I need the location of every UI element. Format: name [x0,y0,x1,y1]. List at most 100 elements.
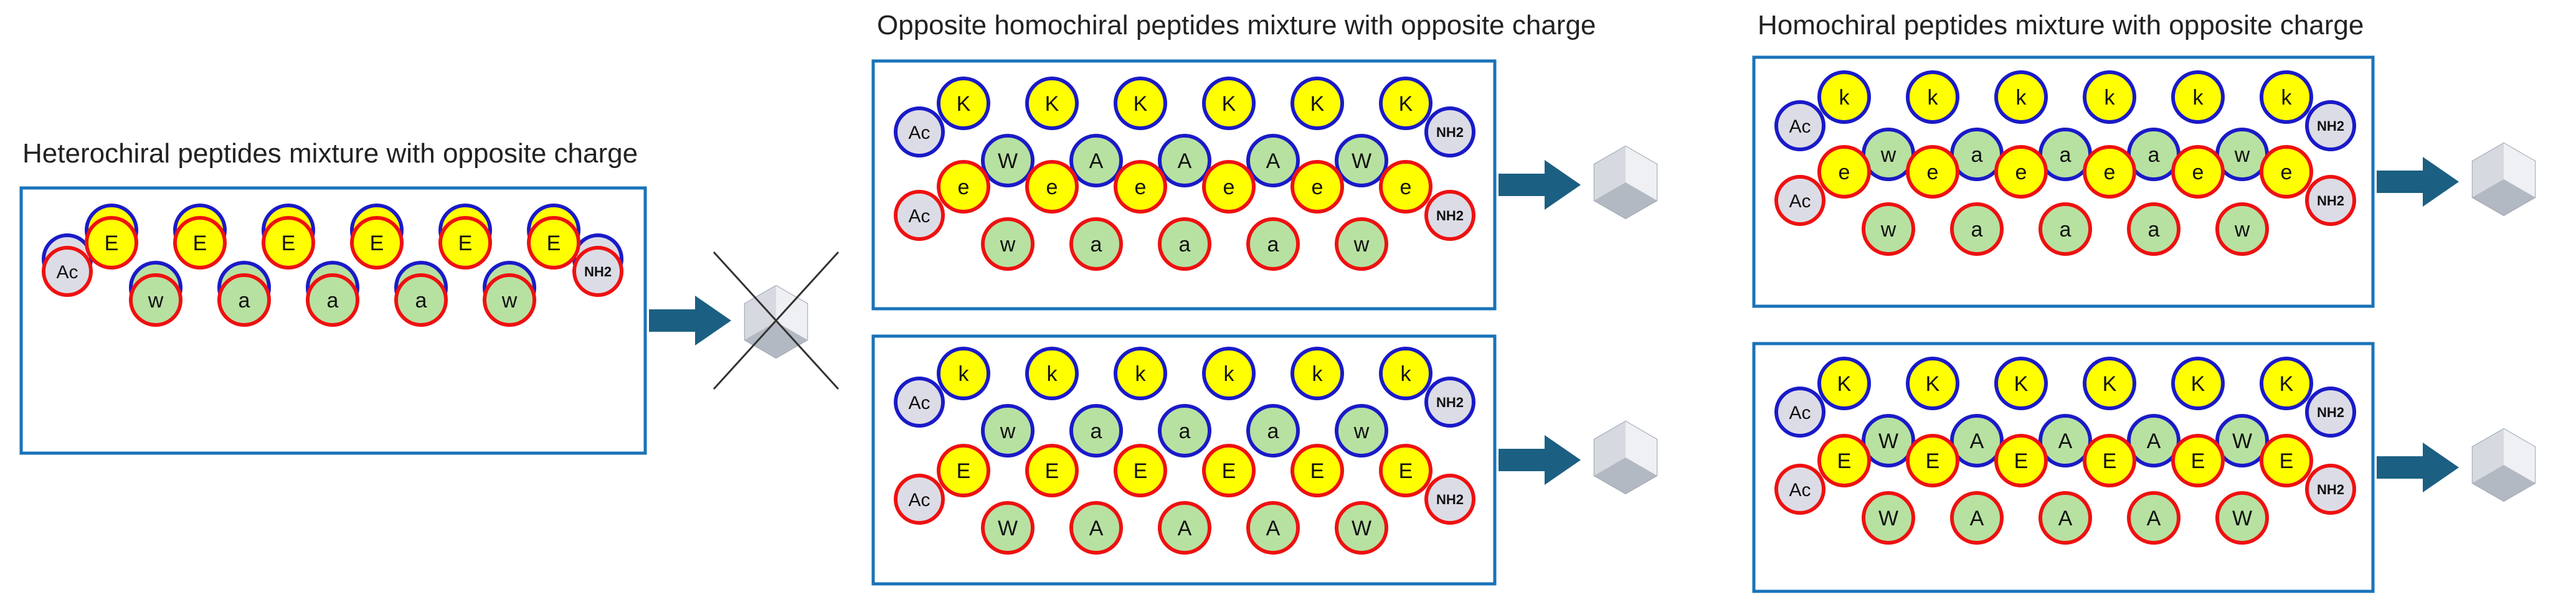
residue-label: k [2105,86,2116,110]
residue-bead: e [2083,145,2136,199]
residue-bead: e [1025,160,1079,214]
residue-label: Ac [908,206,930,227]
residue-bead: E [937,444,990,497]
residue-label: k [1312,362,1324,386]
residue-bead: E [350,216,404,270]
no-assembly-cross-icon [713,251,840,390]
residue-label: E [282,232,296,255]
residue-label: NH2 [1436,124,1464,140]
residue-label: E [957,459,971,483]
panel-title-homochiral: Homochiral peptides mixture with opposit… [1758,10,2364,40]
residue-label: E [1222,459,1236,483]
acetyl-cap: Ac [1774,175,1825,226]
residue-label: K [957,92,971,116]
residue-label: NH2 [2317,118,2344,134]
residue-label: W [998,517,1018,540]
residue-label: k [1401,362,1412,386]
residue-label: Ac [908,490,930,510]
residue-label: a [2060,218,2072,242]
panel-title-opposite-homochiral: Opposite homochiral peptides mixture wit… [877,10,1596,40]
residue-label: NH2 [1436,492,1464,507]
residue-bead: A [1158,501,1211,555]
residue-label: k [959,362,970,386]
amide-cap: NH2 [1424,190,1475,241]
residue-label: Ac [1789,191,1811,212]
residue-bead: k [1994,70,2048,124]
residue-label: A [2147,429,2161,453]
residue-bead: a [306,273,359,327]
residue-bead: K [1202,77,1256,130]
residue-label: e [958,176,970,199]
residue-label: NH2 [1436,208,1464,223]
acetyl-cap: Ac [1774,387,1825,438]
residue-bead: e [2260,145,2313,199]
residue-label: a [2060,143,2072,167]
residue-label: a [2148,218,2160,242]
residue-bead: k [1025,347,1079,400]
residue-label: A [2058,429,2073,453]
residue-bead: K [937,77,990,130]
residue-label: W [1352,517,1371,540]
residue-label: Ac [908,393,930,413]
residue-bead: E [2171,434,2225,487]
residue-bead: E [1817,434,1871,487]
residue-label: Ac [56,262,78,283]
residue-label: A [1970,507,1984,530]
acetyl-cap: Ac [1774,464,1825,515]
residue-bead: E [1290,444,1344,497]
residue-bead: E [1994,434,2048,487]
residue-bead: A [2039,491,2092,545]
residue-label: e [2104,161,2116,184]
residue-bead: W [2215,491,2269,545]
residue-bead: K [1114,77,1167,130]
residue-label: E [458,232,473,255]
residue-bead: A [1069,501,1123,555]
residue-label: W [1878,429,1898,453]
residue-bead: W [981,134,1035,187]
residue-bead: E [173,216,227,270]
residue-bead: E [1379,444,1432,497]
residue-label: W [998,149,1018,173]
residue-bead: K [1906,357,1959,410]
residue-bead: W [1862,414,1915,467]
residue-bead: w [981,217,1035,271]
residue-label: k [2016,86,2027,110]
residue-bead: a [1158,404,1211,458]
residue-bead: w [981,404,1035,458]
residue-bead: a [217,273,271,327]
residue-bead: W [981,501,1035,555]
residue-label: w [1880,218,1896,242]
residue-bead: E [2083,434,2136,487]
residue-label: a [1179,420,1191,443]
residue-bead: E [1025,444,1079,497]
residue-label: e [2281,161,2293,184]
residue-bead: e [937,160,990,214]
residue-bead: A [1069,134,1123,187]
residue-label: a [415,289,427,312]
assembled-nanostructure-icon [2471,428,2536,502]
residue-bead: K [2171,357,2225,410]
residue-label: k [2193,86,2204,110]
residue-label: e [1223,176,1235,199]
residue-label: w [1000,233,1016,256]
residue-bead: w [129,273,182,327]
residue-bead: E [1114,444,1167,497]
residue-label: a [1267,233,1279,256]
amide-cap: NH2 [2305,100,2356,151]
residue-label: A [2058,507,2073,530]
residue-bead: k [1906,70,1959,124]
residue-label: A [1089,517,1104,540]
acetyl-cap: Ac [894,106,945,157]
residue-bead: K [1025,77,1079,130]
residue-label: E [370,232,384,255]
amide-cap: NH2 [2305,464,2356,515]
residue-label: k [2281,86,2293,110]
right-arrow-icon [649,296,731,345]
residue-bead: E [438,216,492,270]
residue-label: Ac [1789,403,1811,423]
